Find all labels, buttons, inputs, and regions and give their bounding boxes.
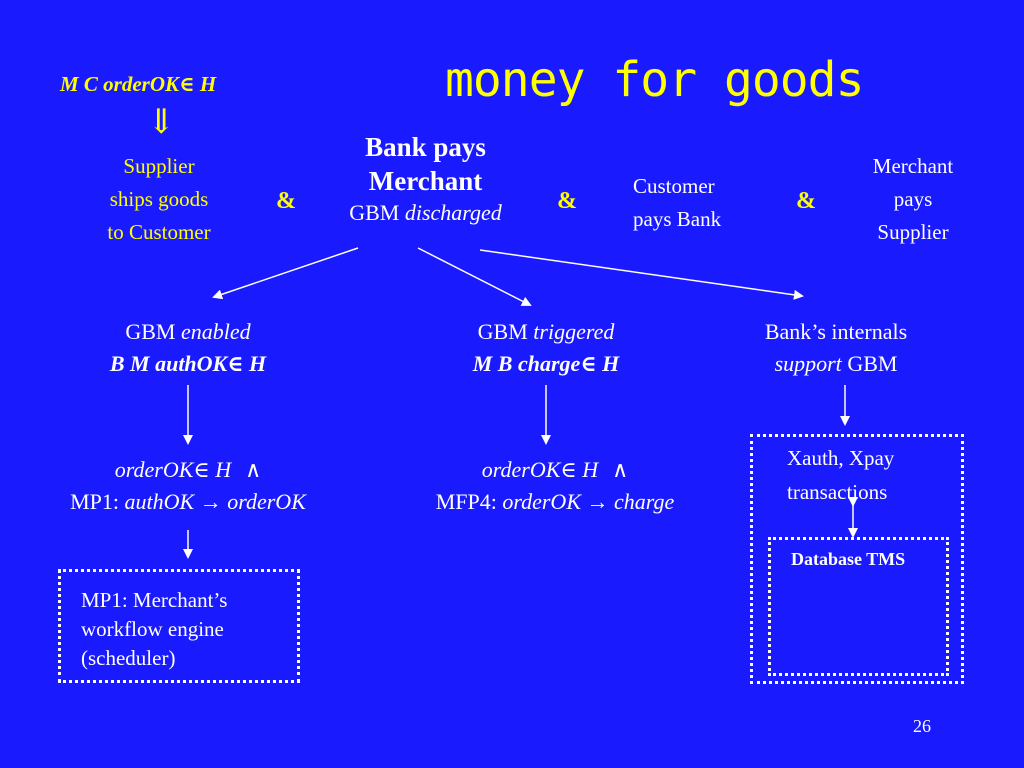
customer-line-2: pays Bank (633, 207, 722, 231)
logical-and-symbol: ∧ (245, 457, 262, 482)
gbm-triggered: GBM triggered (426, 316, 666, 348)
gbm-status: enabled (180, 319, 251, 344)
gbm-label: GBM (477, 319, 534, 344)
order-prefix: orderOK (481, 457, 561, 482)
rule-left: authOK (124, 489, 195, 514)
mfp4-rule: MFP4: orderOK → charge (390, 486, 720, 518)
mid-rule: orderOK∈ H∧ MFP4: orderOK → charge (390, 454, 720, 518)
transactions-line-2: transactions (787, 480, 888, 504)
box-line-2: workflow engine (81, 617, 224, 641)
rule-label: MFP4: (435, 489, 503, 514)
implication-arrow-icon: → (581, 489, 614, 514)
database-tms-label: Database TMS (791, 549, 906, 569)
order-condition: orderOK∈ H ∧ (28, 454, 348, 486)
support-label: support (774, 351, 842, 376)
bank-internals-box: Xauth, Xpay transactions Database TMS (750, 434, 964, 684)
order-suffix: H (209, 457, 232, 482)
auth-condition: B M authOK∈ H (68, 348, 308, 380)
merchant-pays-supplier: Merchant pays Supplier (853, 150, 973, 249)
bank-internals: Bank’s internals (764, 319, 908, 344)
rule-right: orderOK (227, 489, 306, 514)
implies-arrow-icon: ⇓ (147, 104, 176, 141)
element-of-symbol: ∈ (560, 457, 577, 482)
rule-label: MP1: (70, 489, 125, 514)
element-of-symbol: ∈ (193, 457, 210, 482)
left-rule: orderOK∈ H∧ MP1: authOK → orderOK (28, 454, 348, 518)
mid-branch: GBM triggered M B charge∈ H (426, 316, 666, 380)
box-line-1: MP1: Merchant’s (81, 588, 228, 612)
condition-prefix: M B charge (472, 351, 581, 376)
supplier-line-2: ships goods (109, 187, 209, 211)
rule-right: charge (614, 489, 675, 514)
transactions-text: Xauth, Xpay transactions (787, 441, 894, 509)
condition-prefix: B M authOK (109, 351, 228, 376)
left-branch: GBM enabled B M authOK∈ H (68, 316, 308, 380)
workflow-engine-text: MP1: Merchant’s workflow engine (schedul… (81, 586, 227, 673)
order-condition: orderOK∈ H ∧ (390, 454, 720, 486)
order-suffix: H (576, 457, 599, 482)
support-gbm: support GBM (726, 348, 946, 380)
rule-left: orderOK (502, 489, 581, 514)
merchant-line-1: Merchant (872, 154, 954, 178)
element-of-symbol: ∈ (227, 351, 244, 376)
slide-title: money for goods (445, 52, 864, 108)
gbm-status: triggered (533, 319, 615, 344)
box-line-3: (scheduler) (81, 646, 176, 670)
bank-pays-line-1: Bank pays (365, 132, 486, 162)
transactions-line-1: Xauth, Xpay (787, 446, 895, 470)
premise-suffix: H (194, 72, 217, 96)
bank-pays-merchant: Bank pays Merchant GBM discharged (318, 130, 533, 228)
logical-and-symbol: ∧ (612, 457, 629, 482)
premise: M C orderOK∈ H (60, 68, 216, 101)
ampersand-3: & (796, 188, 816, 214)
gbm-label: GBM (349, 200, 405, 225)
element-of-symbol: ∈ (580, 351, 597, 376)
merchant-line-3: Supplier (877, 220, 949, 244)
premise-prefix: M C orderOK (60, 72, 180, 96)
condition-suffix: H (243, 351, 267, 376)
supplier-line-3: to Customer (107, 220, 211, 244)
page-number: 26 (913, 716, 931, 736)
gbm-discharged: GBM discharged (318, 198, 533, 228)
gbm-label: GBM (125, 319, 181, 344)
mp1-rule: MP1: authOK → orderOK (28, 486, 348, 518)
supplier-line-1: Supplier (123, 154, 195, 178)
gbm-enabled: GBM enabled (68, 316, 308, 348)
condition-suffix: H (596, 351, 620, 376)
arrow-to-enabled (212, 247, 359, 300)
merchant-line-2: pays (893, 187, 933, 211)
element-of-symbol: ∈ (179, 72, 195, 96)
arrow-to-triggered (417, 247, 532, 306)
order-prefix: orderOK (114, 457, 194, 482)
implication-arrow-icon: → (194, 489, 228, 514)
ampersand-1: & (276, 188, 296, 214)
right-branch: Bank’s internals support GBM (726, 316, 946, 380)
supplier-ships-goods: Supplier ships goods to Customer (84, 150, 234, 249)
customer-line-1: Customer (633, 174, 715, 198)
charge-condition: M B charge∈ H (426, 348, 666, 380)
database-tms-box: Database TMS (768, 537, 949, 676)
customer-pays-bank: Customer pays Bank (633, 170, 721, 236)
ampersand-2: & (557, 188, 577, 214)
workflow-engine-box: MP1: Merchant’s workflow engine (schedul… (58, 569, 300, 683)
gbm-status: discharged (404, 200, 502, 225)
gbm-label: GBM (841, 351, 898, 376)
arrow-to-internals (479, 249, 804, 300)
bank-pays-line-2: Merchant (368, 166, 483, 196)
